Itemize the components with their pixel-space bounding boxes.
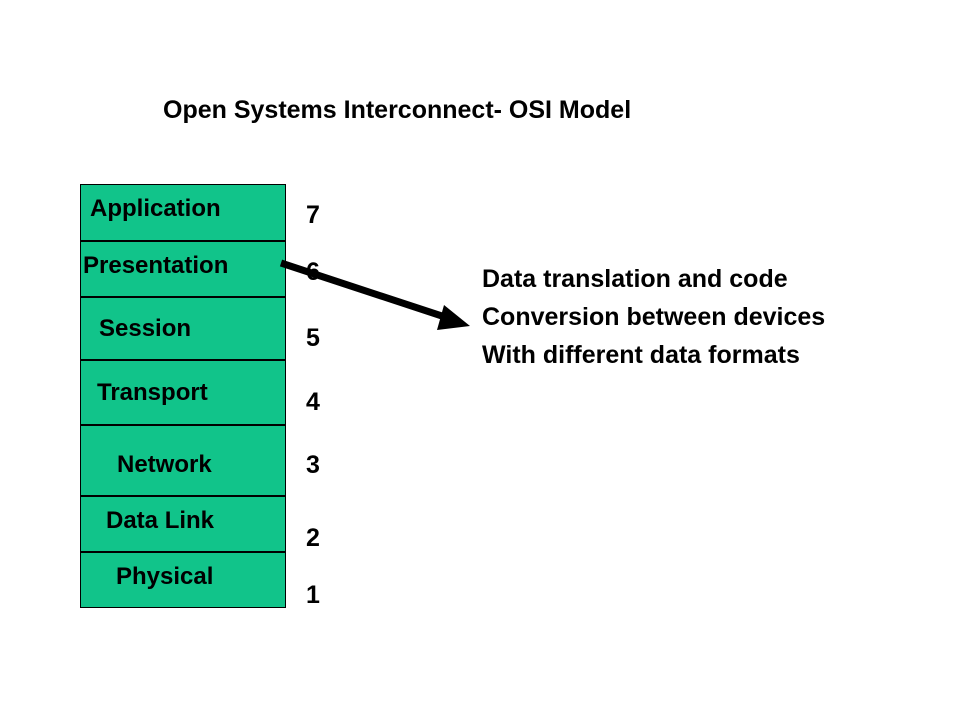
layer-number-3: 3 <box>306 451 320 479</box>
layer-label-network: Network <box>117 451 212 478</box>
layer-network-box <box>80 425 286 496</box>
layer-number-6: 6 <box>306 258 320 286</box>
layer-label-physical: Physical <box>116 563 214 590</box>
description-line-2: Conversion between devices <box>482 303 826 331</box>
layer-number-7: 7 <box>306 201 320 229</box>
presentation-description: Data translation and code Conversion bet… <box>482 260 825 374</box>
description-line-1: Data translation and code <box>482 265 788 293</box>
description-line-3: With different data formats <box>482 341 800 369</box>
layer-application-box <box>80 184 286 241</box>
layer-label-transport: Transport <box>97 379 208 406</box>
layer-presentation-box <box>80 241 286 297</box>
layer-number-4: 4 <box>306 388 320 416</box>
layer-number-2: 2 <box>306 524 320 552</box>
layer-datalink-box <box>80 496 286 552</box>
layer-transport-box <box>80 360 286 425</box>
layer-session-box <box>80 297 286 360</box>
layer-label-presentation: Presentation <box>83 252 229 279</box>
layer-physical-box <box>80 552 286 608</box>
arrow-head-icon <box>437 305 470 330</box>
layer-label-application: Application <box>90 195 221 222</box>
layer-number-5: 5 <box>306 324 320 352</box>
layer-number-1: 1 <box>306 581 320 609</box>
slide-title: Open Systems Interconnect- OSI Model <box>163 96 632 124</box>
layer-label-datalink: Data Link <box>106 507 215 534</box>
layer-label-session: Session <box>99 315 192 342</box>
